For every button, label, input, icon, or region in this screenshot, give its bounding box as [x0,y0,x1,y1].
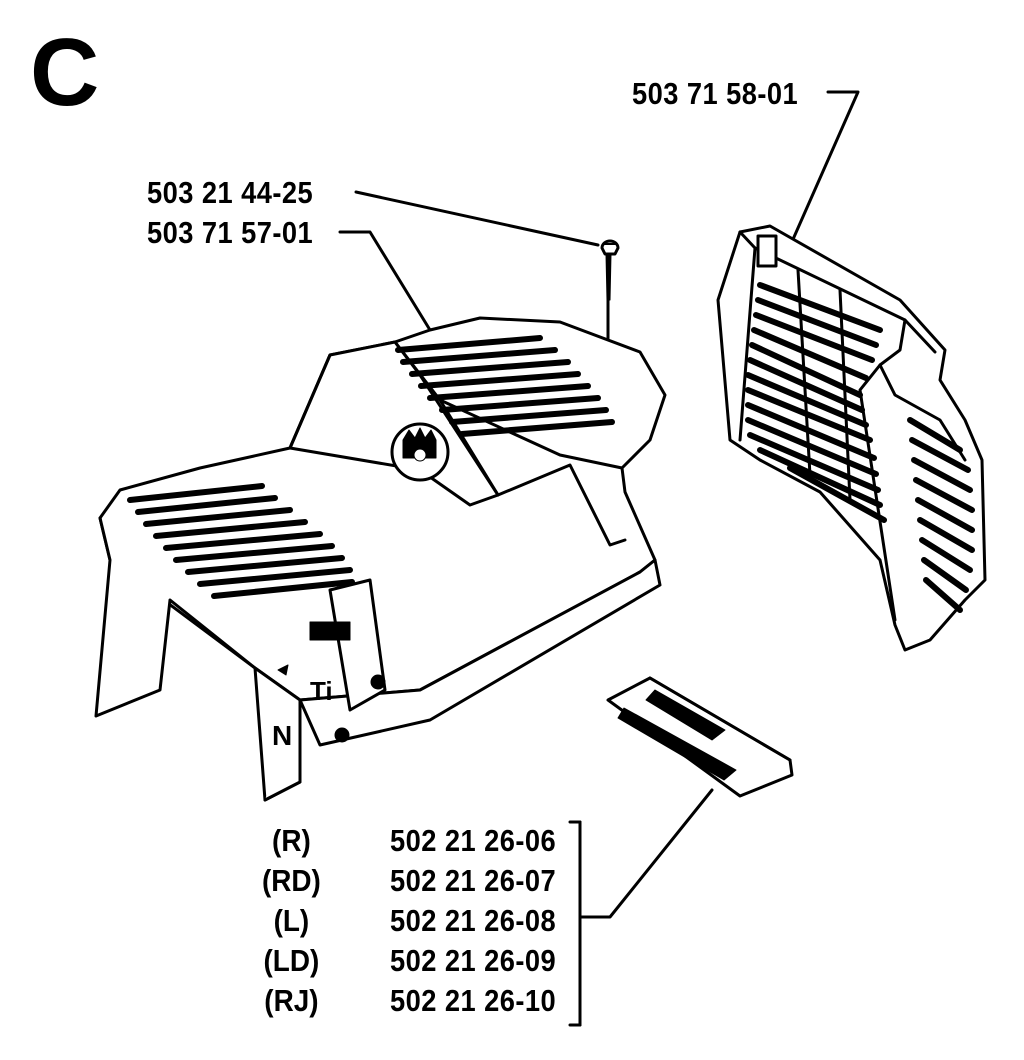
svg-text:Ti: Ti [310,676,333,706]
callout-grille-part-number: 503 71 58-01 [632,76,799,111]
leader-line-screw [354,190,600,247]
decal-variant-code: (R) [272,823,311,858]
decal-variant-part-number: 502 21 26-10 [390,983,557,1018]
decal-variant-code: (RD) [261,863,321,898]
decal-variant-part-number: 502 21 26-06 [390,823,557,858]
leader-line-grille [781,90,860,264]
decal-variant-part-number: 502 21 26-09 [390,943,557,978]
cylinder-cover-part: N Ti [94,316,667,802]
decal-variant-code: (LD) [263,943,320,978]
leader-line-cover [338,230,432,332]
svg-text:N: N [272,720,292,751]
decal-plate-part [606,676,794,798]
callout-screw-part-number: 503 21 44-25 [147,175,314,210]
cover-left-vents [127,483,355,599]
intake-grille-part [716,224,987,652]
section-letter: C [30,19,100,126]
decal-variant-code: (L) [273,903,310,938]
decal-variant-code: (RJ) [264,983,319,1018]
callout-cover-part-number: 503 71 57-01 [147,215,314,250]
screw-part [600,239,620,301]
leader-line-decal [578,788,714,919]
cover-right-vents [395,335,615,437]
decal-variant-part-number: 502 21 26-07 [390,863,557,898]
decal-variant-part-number: 502 21 26-08 [390,903,557,938]
